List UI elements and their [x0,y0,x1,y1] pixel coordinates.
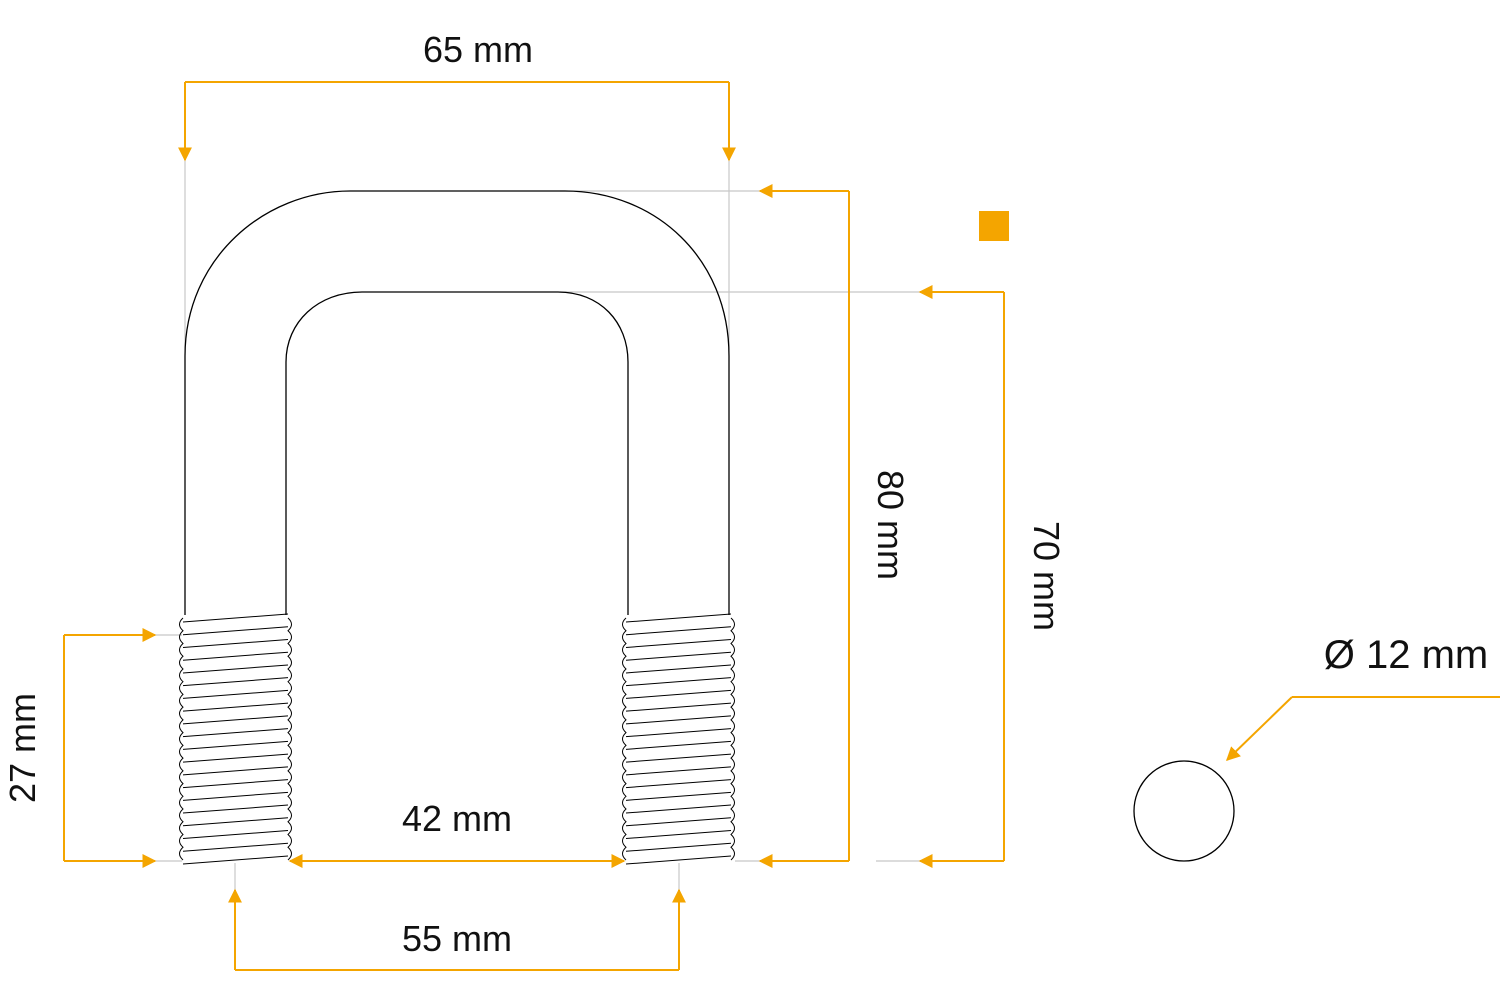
label-inner-height: 70 mm [1026,521,1067,631]
label-center-distance: 55 mm [402,918,512,959]
label-thread-length: 27 mm [2,693,43,803]
square-marker-icon [979,211,1009,241]
dimension-lines [63,81,1500,971]
rod-cross-section [1133,760,1235,862]
label-diameter: Ø 12 mm [1324,633,1488,677]
label-total-height: 80 mm [870,470,911,580]
thread-left [179,613,292,865]
thread-right [622,613,735,865]
label-outer-width: 65 mm [423,29,533,70]
u-bolt-body [184,190,730,615]
label-inner-width: 42 mm [402,798,512,839]
extension-lines [155,160,920,890]
